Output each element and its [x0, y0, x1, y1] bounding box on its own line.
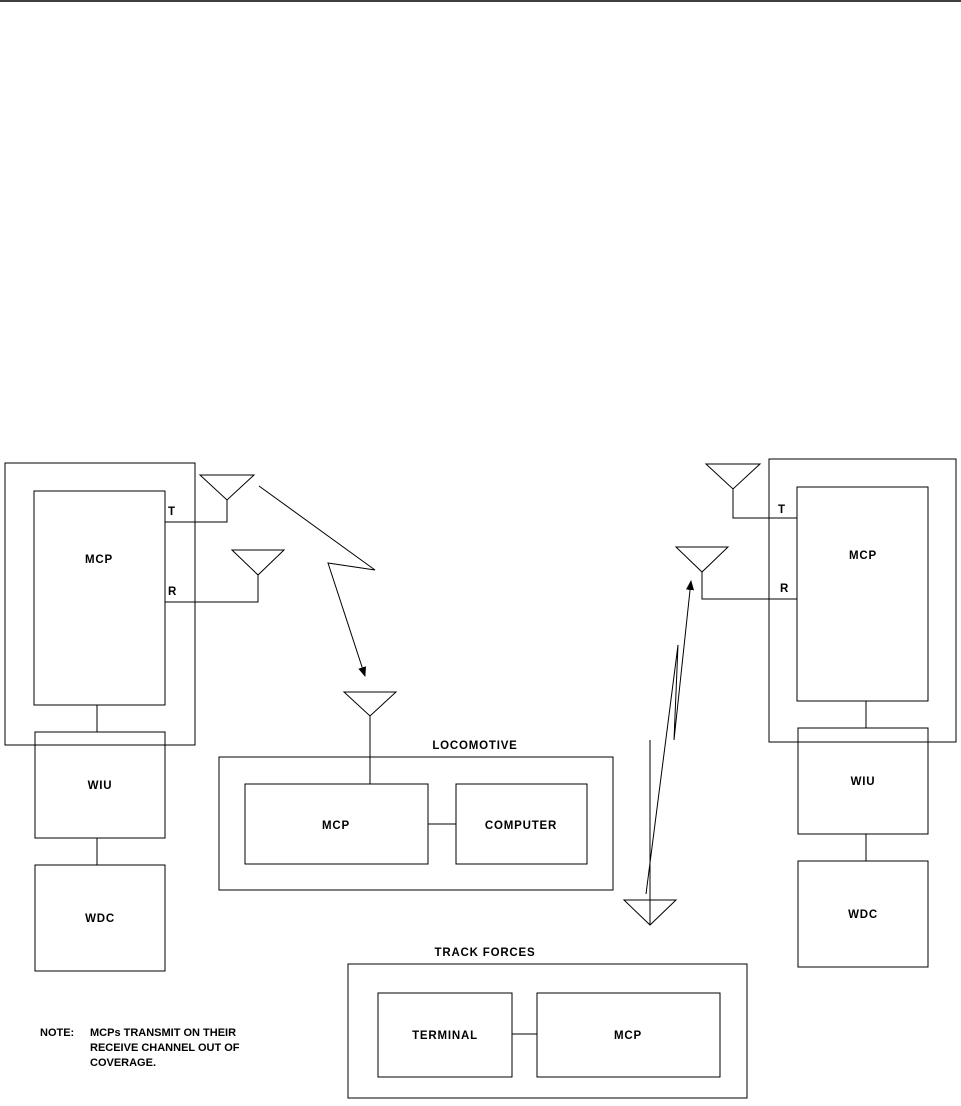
left-receive-feed-line	[165, 575, 259, 603]
right-receive-antenna-icon	[674, 546, 730, 573]
right-mcp-label: MCP	[849, 550, 877, 562]
note-line-3: COVERAGE.	[90, 1057, 156, 1069]
track-forces-mcp-label: MCP	[614, 1030, 642, 1042]
left-wdc-label: WDC	[85, 913, 115, 925]
note-line-2: RECEIVE CHANNEL OUT OF	[90, 1042, 240, 1054]
left-transmit-feed-line	[165, 500, 228, 523]
note-line-1: MCPs TRANSMIT ON THEIR	[90, 1027, 236, 1039]
right-station: MCP T R WIU WDC	[674, 458, 957, 968]
track-forces-frame	[347, 963, 748, 1099]
track-forces-title: TRACK FORCES	[435, 947, 536, 959]
left-wiu-box	[34, 731, 166, 839]
left-station-frame	[4, 462, 196, 746]
right-transmit-feed-line	[732, 489, 797, 519]
locomotive-unit: LOCOMOTIVE MCP COMPUTER	[218, 691, 614, 891]
right-station-frame	[768, 458, 957, 743]
left-wdc-box	[34, 864, 166, 972]
right-transmit-antenna-icon	[704, 463, 762, 490]
left-receive-antenna-icon	[230, 549, 286, 576]
locomotive-computer-box	[455, 783, 588, 865]
track-forces-mcp-box	[536, 992, 721, 1078]
left-mcp-label: MCP	[85, 554, 113, 566]
track-forces-unit: TRACK FORCES TERMINAL MCP	[347, 740, 748, 1099]
right-receive-port-label: R	[780, 583, 789, 595]
track-forces-to-right-station-radio-link	[645, 580, 695, 895]
left-receive-port-label: R	[168, 586, 177, 598]
locomotive-computer-label: COMPUTER	[485, 820, 557, 832]
right-mcp-box	[796, 486, 929, 702]
right-transmit-port-label: T	[778, 504, 786, 516]
locomotive-mcp-label: MCP	[322, 820, 350, 832]
right-wiu-box	[797, 727, 929, 835]
right-wdc-label: WDC	[848, 909, 878, 921]
track-forces-terminal-box	[377, 992, 513, 1078]
left-mcp-box	[33, 490, 166, 706]
left-wiu-label: WIU	[88, 780, 113, 792]
locomotive-title: LOCOMOTIVE	[432, 740, 517, 752]
left-transmit-antenna-icon	[198, 474, 256, 501]
right-wdc-box	[797, 860, 929, 968]
left-transmit-port-label: T	[168, 506, 176, 518]
left-to-locomotive-radio-link	[258, 485, 376, 677]
locomotive-frame	[218, 756, 614, 891]
track-forces-terminal-label: TERMINAL	[412, 1030, 478, 1042]
left-station: MCP T R WIU WDC	[4, 462, 286, 972]
note-label: NOTE:	[40, 1027, 74, 1039]
right-receive-feed-line	[701, 572, 797, 600]
locomotive-antenna-icon	[342, 691, 398, 717]
diagram-note: NOTE: MCPs TRANSMIT ON THEIR RECEIVE CHA…	[40, 1027, 240, 1069]
right-wiu-label: WIU	[851, 776, 876, 788]
